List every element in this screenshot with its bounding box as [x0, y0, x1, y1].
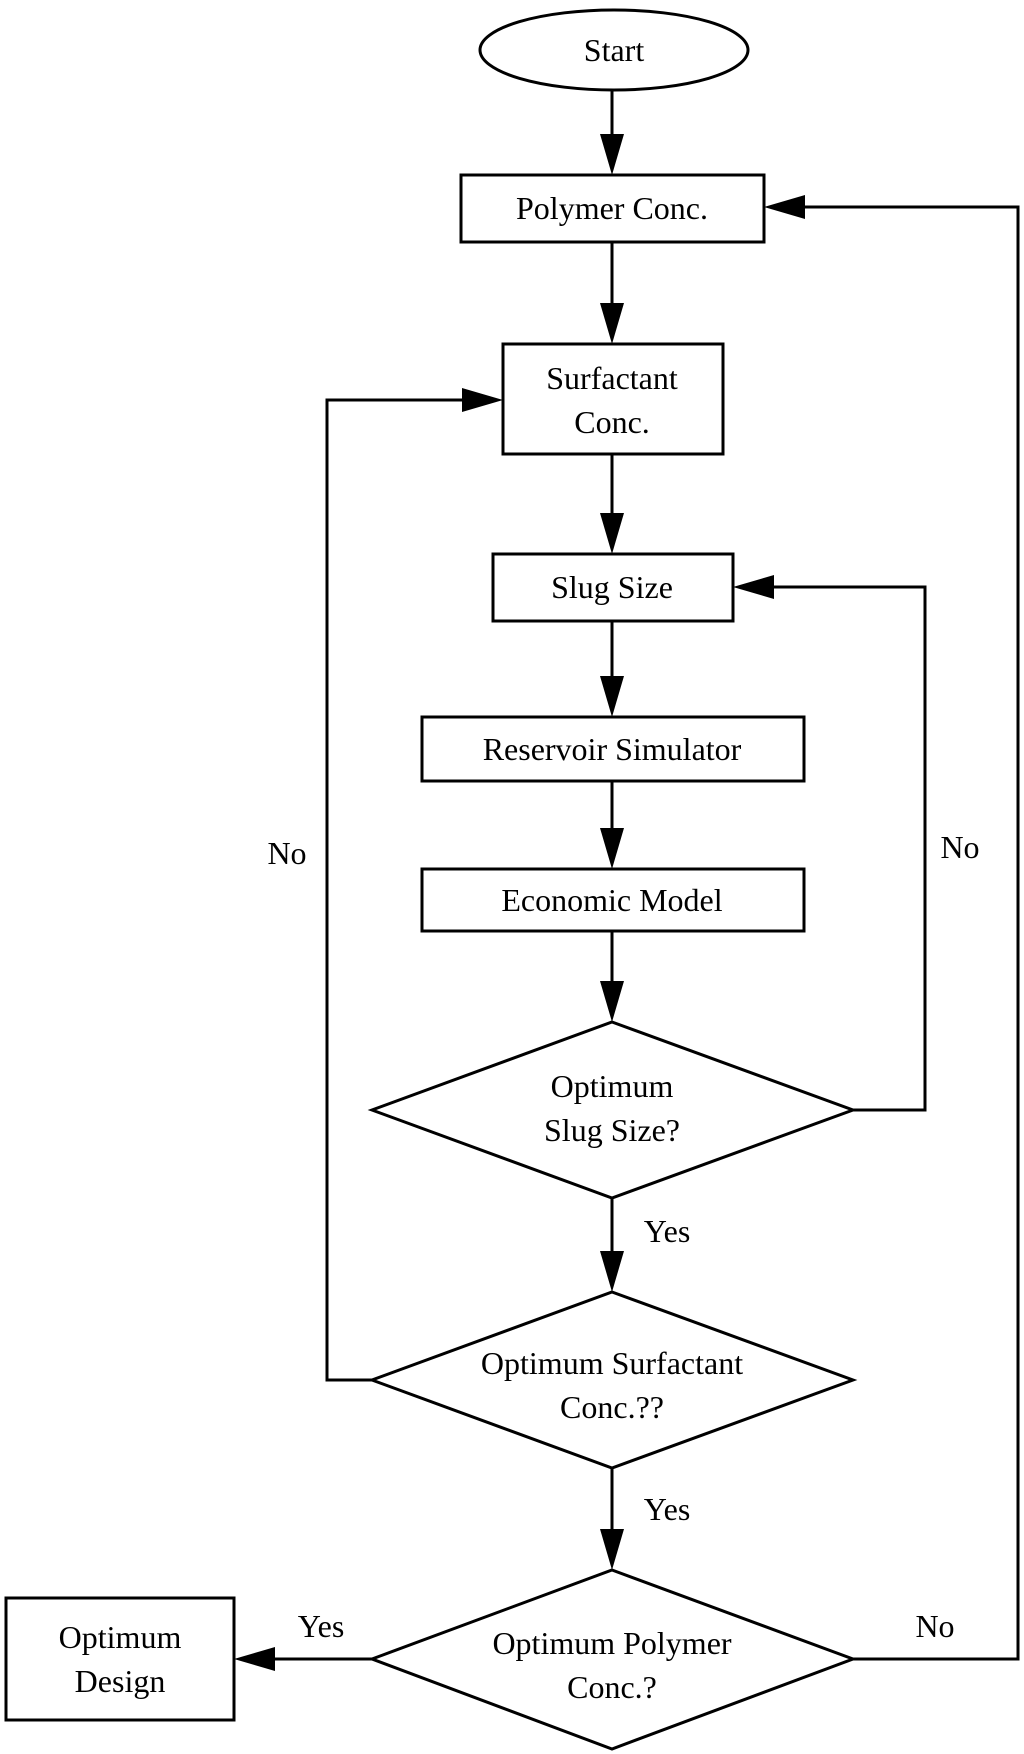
- optimum-polymer-decision: [367, 1568, 858, 1751]
- slug-size-label: Slug Size: [551, 569, 673, 605]
- optimum-polymer-label-line1: Optimum Polymer: [492, 1625, 731, 1661]
- polymer-no-label: No: [915, 1608, 954, 1644]
- optimum-design-node: [4, 1596, 236, 1722]
- optimum-slug-size-decision: [367, 1020, 858, 1200]
- optimum-surfactant-label-line2: Conc.??: [560, 1389, 664, 1425]
- surfactant-conc-label-line2: Conc.: [574, 404, 650, 440]
- arrowhead: [764, 195, 805, 219]
- arrowhead: [600, 676, 624, 717]
- surfactant-no-label: No: [267, 835, 306, 871]
- arrow-surfactant-no-loop: [325, 398, 462, 1382]
- arrowhead: [600, 981, 624, 1022]
- optimum-design-label-line1: Optimum: [59, 1619, 182, 1655]
- start-node: [478, 8, 750, 92]
- polymer-conc-label: Polymer Conc.: [516, 190, 708, 226]
- arrowhead: [234, 1647, 275, 1671]
- arrowhead: [600, 513, 624, 554]
- polymer-conc-node: [459, 173, 766, 244]
- optimum-polymer-label-line2: Conc.?: [567, 1669, 657, 1705]
- optimum-surfactant-label-line1: Optimum Surfactant: [481, 1345, 743, 1381]
- optimum-design-label-line2: Design: [75, 1663, 166, 1699]
- optimum-slug-size-label-line1: Optimum: [551, 1068, 674, 1104]
- arrowhead: [462, 388, 503, 412]
- polymer-yes-label: Yes: [298, 1608, 345, 1644]
- slug-yes-label: Yes: [644, 1213, 691, 1249]
- surfactant-conc-node: [501, 342, 725, 456]
- surfactant-yes-label: Yes: [644, 1491, 691, 1527]
- arrowhead: [600, 134, 624, 175]
- start-label: Start: [584, 32, 645, 68]
- arrowhead: [600, 1251, 624, 1292]
- slug-no-label: No: [940, 829, 979, 865]
- arrowhead: [600, 828, 624, 869]
- economic-model-label: Economic Model: [501, 882, 722, 918]
- reservoir-simulator-label: Reservoir Simulator: [483, 731, 742, 767]
- arrow-slug-no-loop: [774, 585, 927, 1112]
- surfactant-conc-label-line1: Surfactant: [546, 360, 678, 396]
- arrowhead: [600, 303, 624, 344]
- arrowhead: [733, 575, 774, 599]
- arrowhead: [600, 1529, 624, 1570]
- arrow-polymer-no-loop: [805, 205, 1020, 1661]
- slug-size-node: [491, 552, 735, 623]
- optimum-slug-size-label-line2: Slug Size?: [544, 1112, 680, 1148]
